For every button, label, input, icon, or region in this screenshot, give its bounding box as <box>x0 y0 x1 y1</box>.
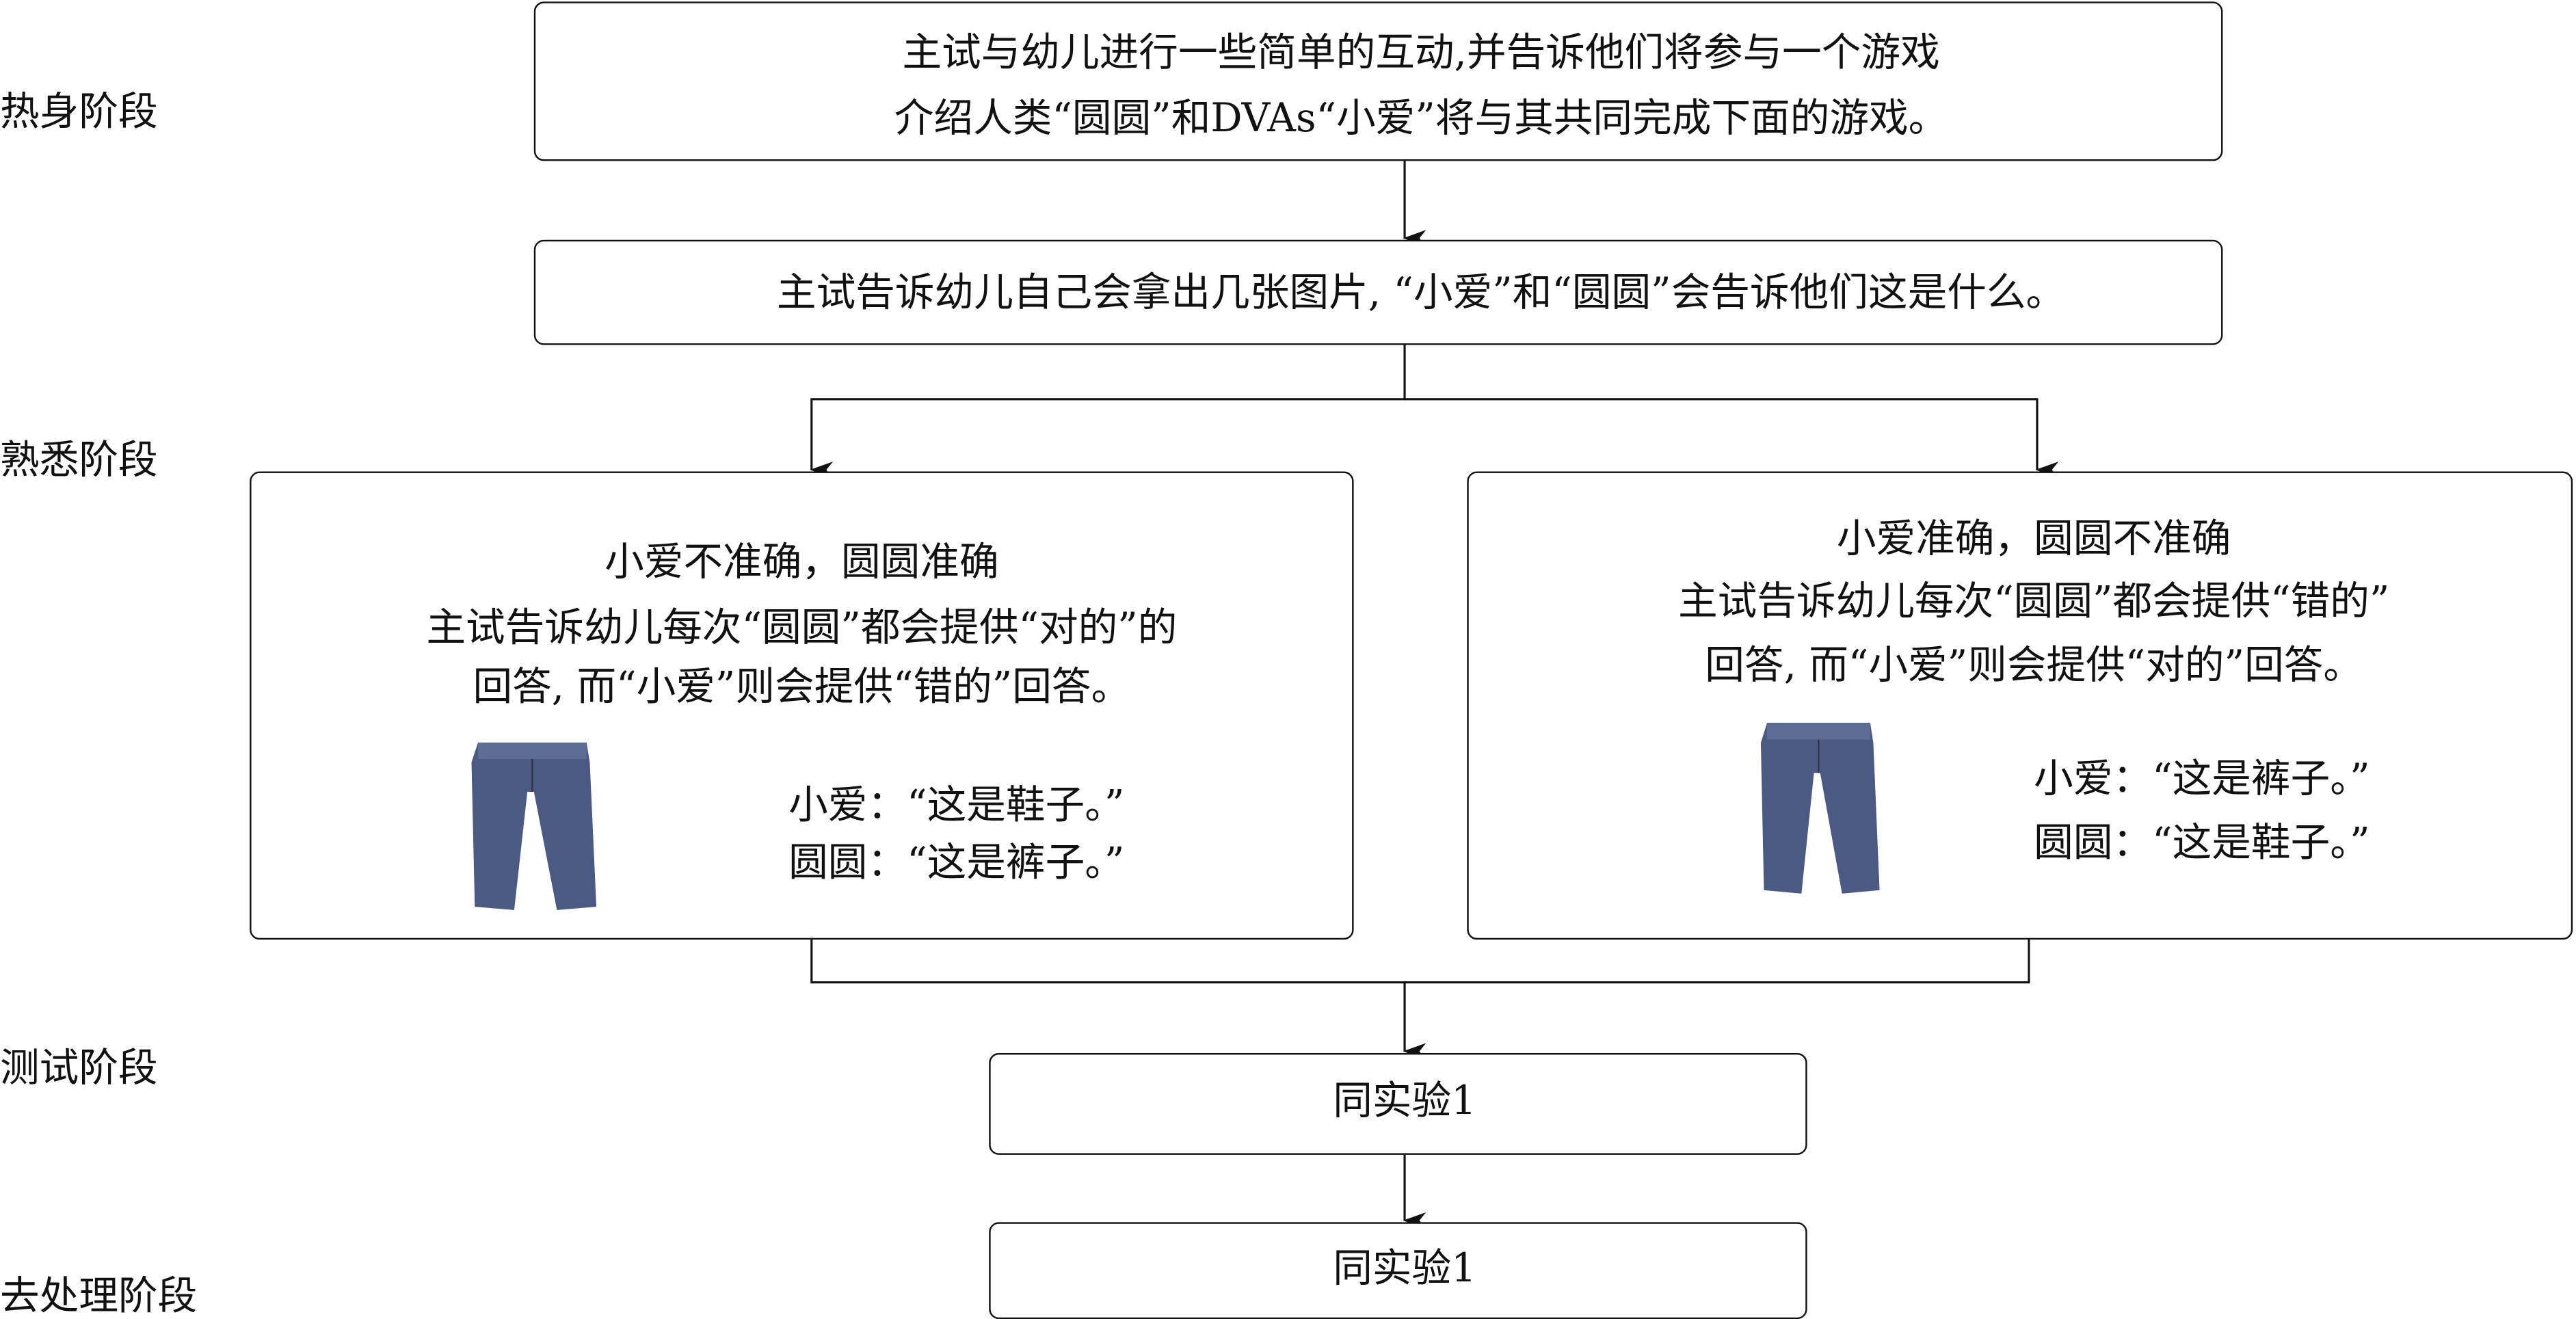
jeans-image <box>471 742 597 910</box>
intro-line-1: 主试与幼儿进行一些简单的互动,并告诉他们将参与一个游戏 <box>902 29 1940 76</box>
debias-text: 同实验1 <box>1333 1245 1476 1292</box>
condition-left-dialogue-2: 圆圆：“这是裤子。” <box>788 839 1125 885</box>
test-text: 同实验1 <box>1333 1077 1476 1124</box>
test-box <box>989 1052 1807 1155</box>
pictures-box <box>533 239 2223 345</box>
jeans-image <box>1760 723 1880 894</box>
pictures-text: 主试告诉幼儿自己会拿出几张图片, “小爱”和“圆圆”会告诉他们这是什么。 <box>776 269 2066 316</box>
condition-right-line-1: 主试告诉幼儿每次“圆圆”都会提供“错的” <box>1677 578 2390 624</box>
condition-right-line-2: 回答, 而“小爱”则会提供“对的”回答。 <box>1705 642 2363 689</box>
split-connector <box>810 345 1406 479</box>
stage-label-test: 测试阶段 <box>0 1044 158 1091</box>
stage-label-familiarization: 熟悉阶段 <box>0 437 158 483</box>
condition-left-title: 小爱不准确，圆圆准确 <box>605 538 999 585</box>
condition-right-title: 小爱准确，圆圆不准确 <box>1836 516 2231 562</box>
condition-left-line-1: 主试告诉幼儿每次“圆圆”都会提供“对的”的 <box>426 604 1178 651</box>
intro-line-2: 介绍人类“圆圆”和DVAs“小爱”将与其共同完成下面的游戏。 <box>894 95 1948 142</box>
stage-label-warmup: 热身阶段 <box>0 88 158 135</box>
merge-connector <box>810 940 2030 984</box>
stage-label-debias: 去处理阶段 <box>0 1273 198 1319</box>
condition-right-dialogue-2: 圆圆：“这是鞋子。” <box>2034 819 2370 866</box>
condition-left-dialogue-1: 小爱：“这是鞋子。” <box>788 782 1125 828</box>
debias-box <box>989 1222 1807 1319</box>
intro-box <box>533 1 2223 161</box>
condition-left-line-2: 回答, 而“小爱”则会提供“错的”回答。 <box>473 663 1131 710</box>
condition-right-box <box>1467 471 2573 940</box>
condition-left-box <box>250 471 1354 940</box>
condition-right-dialogue-1: 小爱：“这是裤子。” <box>2034 756 2370 802</box>
